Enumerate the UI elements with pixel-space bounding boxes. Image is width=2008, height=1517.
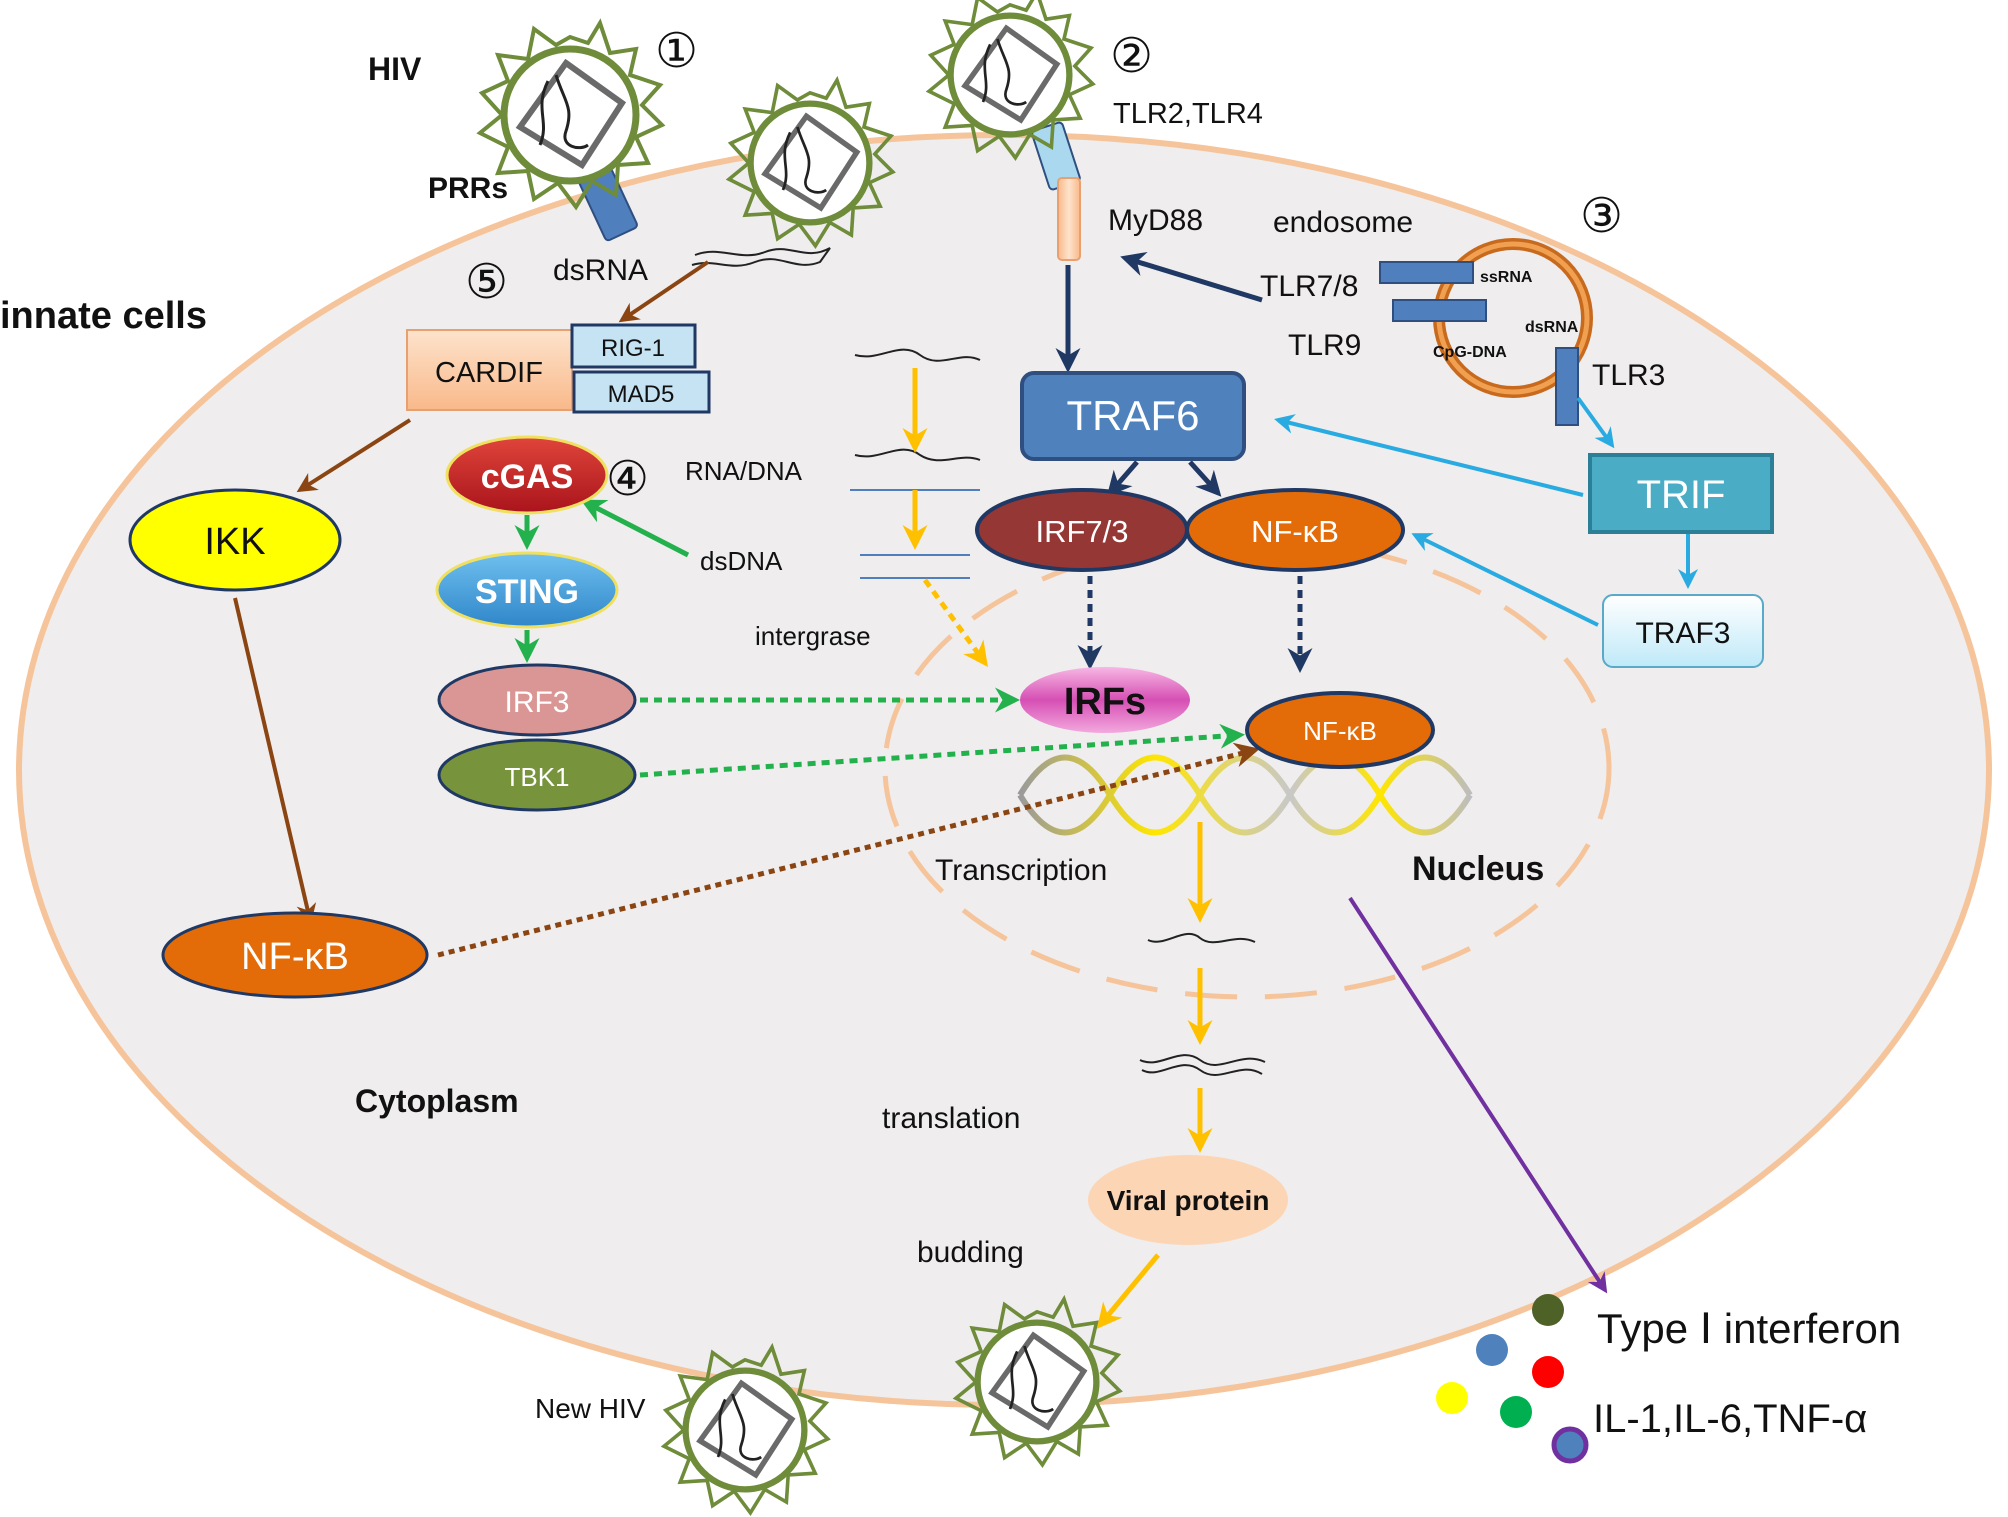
nfkb-traf-node <box>1185 488 1405 572</box>
ssrna-label: ssRNA <box>1480 269 1533 286</box>
cell-membrane <box>16 132 1992 1408</box>
cytokine-dot-icon <box>1532 1356 1564 1388</box>
traf6-label: TRAF6 <box>1066 392 1199 439</box>
nfkb-nucleus-label: NF-κB <box>1303 716 1377 746</box>
dsrna-label: dsRNA <box>553 254 648 287</box>
translation-label: translation <box>882 1102 1020 1135</box>
cgas-label: cGAS <box>481 458 574 496</box>
traf3-label: TRAF3 <box>1635 617 1730 650</box>
endosome-label: endosome <box>1273 206 1413 239</box>
traf6-node <box>1020 371 1246 461</box>
nfkb-nucleus-node <box>1245 691 1435 769</box>
cytokine-dot-icon <box>1551 1426 1589 1464</box>
prrs-label: PRRs <box>428 172 508 205</box>
tlr9-receptor-icon <box>1392 299 1487 322</box>
irf3-node <box>437 663 637 737</box>
sting-node <box>435 551 619 629</box>
cytokines-label: IL-1,IL-6,TNF-α <box>1593 1397 1867 1441</box>
cytokine-dot-icon <box>1532 1294 1564 1326</box>
traf3-node <box>1602 594 1764 668</box>
irf73-label: IRF7/3 <box>1035 514 1128 549</box>
rna-strand-icon <box>691 247 831 267</box>
viral-protein-label: Viral protein <box>1107 1185 1270 1216</box>
cytokine-dot-icon <box>1500 1396 1532 1428</box>
tlr3-receptor-icon <box>1555 347 1579 426</box>
nucleus-label: Nucleus <box>1412 850 1544 888</box>
rna-strand-icon <box>854 448 981 462</box>
tlr78-label: TLR7/8 <box>1260 270 1358 303</box>
tlr2-tlr4-label: TLR2,TLR4 <box>1113 98 1263 130</box>
step-1-marker: ① <box>655 25 698 78</box>
sting-label: STING <box>475 573 579 611</box>
myd88-label: MyD88 <box>1108 204 1203 237</box>
trif-node <box>1588 453 1774 534</box>
rna-strand-icon <box>1147 932 1256 944</box>
step-2-marker: ② <box>1110 30 1153 83</box>
tbk1-node <box>437 738 637 812</box>
cpg-dna-label: CpG-DNA <box>1433 344 1507 361</box>
innate-cells-label: innate cells <box>0 295 207 337</box>
budding-label: budding <box>917 1236 1024 1269</box>
cytokine-dot-icon <box>1476 1334 1508 1366</box>
irf3-label: IRF3 <box>504 686 569 719</box>
cytokine-dot-icon <box>1436 1382 1468 1414</box>
tbk1-label: TBK1 <box>504 762 569 792</box>
hiv-label: HIV <box>368 51 422 87</box>
step-5-marker: ⑤ <box>465 256 508 309</box>
viral-protein-node <box>1088 1155 1288 1245</box>
trif-label: TRIF <box>1637 473 1726 517</box>
irfs-node <box>1020 667 1190 733</box>
mad5-node <box>572 370 711 414</box>
rig1-label: RIG-1 <box>601 335 665 362</box>
mad5-label: MAD5 <box>608 381 675 408</box>
tlr78-receptor-icon <box>1379 261 1474 284</box>
rna-strand-icon <box>854 348 981 362</box>
cardif-label: CARDIF <box>435 357 543 389</box>
rna-dna-label: RNA/DNA <box>685 456 803 486</box>
dsdna-label: dsDNA <box>700 546 783 576</box>
myd88-node <box>1057 177 1081 261</box>
cgas-node <box>445 435 609 515</box>
rig1-node <box>570 323 697 369</box>
cytoplasm-label: Cytoplasm <box>355 1083 519 1119</box>
endosome-dsrna-label: dsRNA <box>1525 319 1579 336</box>
nfkb-traf-label: NF-κB <box>1251 514 1339 549</box>
rna-strand-icon <box>1139 1054 1266 1076</box>
cardif-node <box>406 329 573 411</box>
intergrase-label: intergrase <box>755 621 871 651</box>
nfkb-cytoplasm-node <box>161 911 429 999</box>
tlr3-label: TLR3 <box>1592 359 1665 392</box>
ikk-node <box>128 488 342 592</box>
new-hiv-label: New HIV <box>535 1393 646 1424</box>
irfs-label: IRFs <box>1064 681 1146 723</box>
type-i-interferon-label: Type Ⅰ interferon <box>1597 1305 1901 1352</box>
transcription-label: Transcription <box>935 854 1107 887</box>
ikk-label: IKK <box>204 521 265 563</box>
nfkb-cytoplasm-label: NF-κB <box>241 936 349 978</box>
tlr9-label: TLR9 <box>1288 329 1361 362</box>
step-3-marker: ③ <box>1580 190 1623 243</box>
step-4-marker: ④ <box>606 453 649 506</box>
